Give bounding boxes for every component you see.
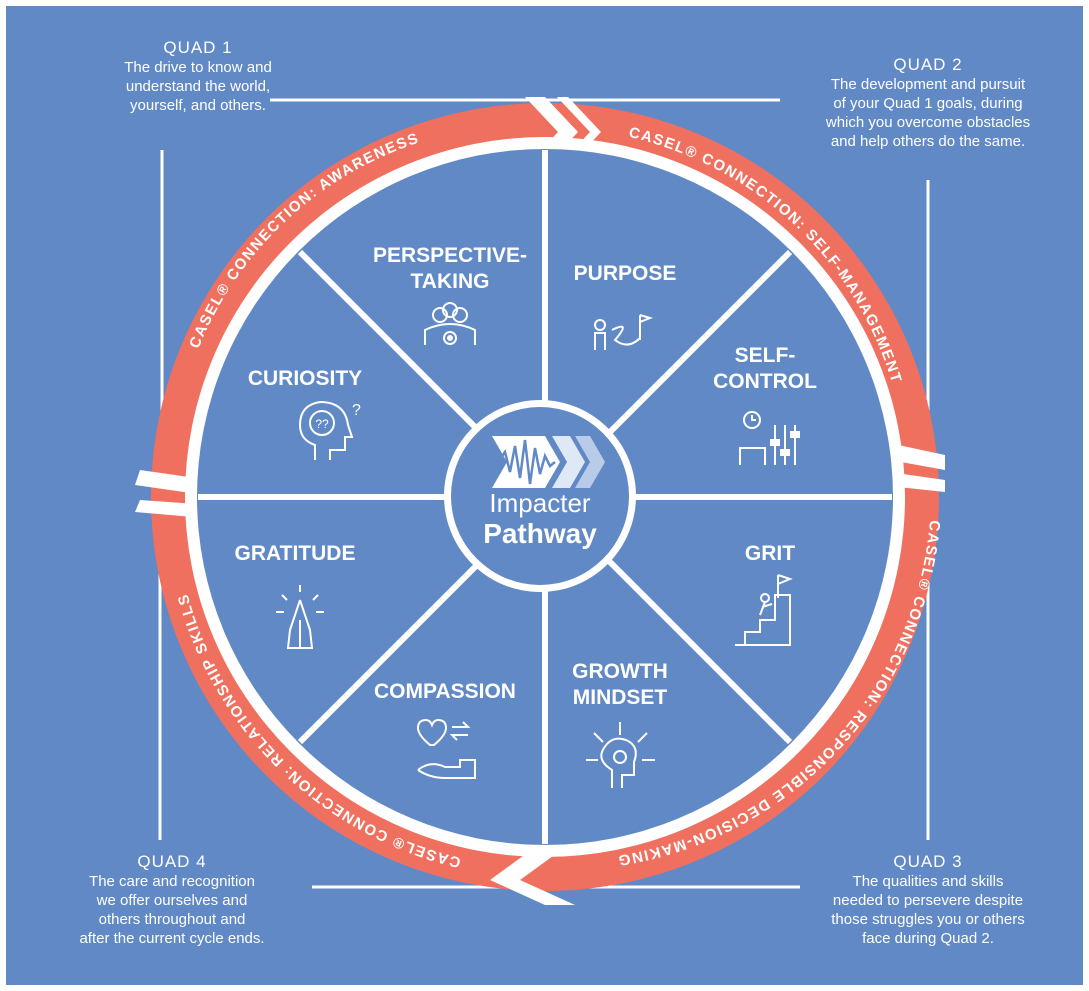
segment-grit: GRIT (735, 542, 795, 646)
curiosity-label: CURIOSITY (248, 367, 362, 390)
climber-flag-icon (735, 574, 793, 646)
person-clock-sliders-icon (739, 411, 800, 465)
quad-2-line3: which you overcome obstacles (825, 114, 1031, 131)
quad-4-line2: we offer ourselves and (96, 892, 248, 909)
quad-2-line2: of your Quad 1 goals, during (833, 95, 1023, 112)
logo-line1: Impacter (489, 488, 590, 518)
grit-label: GRIT (745, 542, 795, 565)
svg-text:?: ? (352, 402, 361, 419)
quad-3-line1: The qualities and skills (852, 873, 1004, 890)
quad-3-title: QUAD 3 (893, 852, 963, 871)
quad-2-line1: The development and pursuit (830, 76, 1026, 93)
quad-4-line4: after the current cycle ends. (79, 930, 265, 947)
quad-1-line1: The drive to know and (124, 59, 272, 76)
segment-self-control: SELF- CONTROL (713, 344, 817, 465)
perspective-label-line1: PERSPECTIVE- (373, 244, 527, 267)
quad-3-line4: face during Quad 2. (862, 930, 994, 947)
self-control-label-line1: SELF- (735, 344, 796, 367)
segment-perspective-taking: PERSPECTIVE- TAKING (373, 244, 527, 345)
quad-1-title: QUAD 1 (163, 38, 233, 57)
quad-1-line2: understand the world, (125, 78, 271, 95)
audience-eye-icon (424, 302, 476, 345)
quad-1: QUAD 1 The drive to know and understand … (48, 38, 348, 115)
quad-4-line1: The care and recognition (89, 873, 255, 890)
quad-2: QUAD 2 The development and pursuit of yo… (778, 55, 1078, 151)
perspective-label-line2: TAKING (411, 270, 490, 293)
head-question-icon: ?? ? (298, 400, 361, 460)
soundwave-chevron-icon (492, 436, 605, 488)
growth-label-line2: MINDSET (573, 686, 668, 709)
purpose-label: PURPOSE (574, 262, 677, 285)
person-path-flag-icon (594, 314, 654, 350)
heart-hand-icon (416, 718, 476, 779)
praying-hands-icon (276, 585, 324, 649)
self-control-label-line2: CONTROL (713, 370, 817, 393)
segment-growth-mindset: GROWTH MINDSET (572, 660, 668, 788)
segment-compassion: COMPASSION (374, 680, 516, 779)
gratitude-label: GRATITUDE (235, 542, 356, 565)
segment-curiosity: CURIOSITY ?? ? (248, 367, 362, 460)
quad-4-line3: others throughout and (98, 911, 246, 928)
quad-4: QUAD 4 The care and recognition we offer… (22, 852, 322, 948)
quad-2-line4: and help others do the same. (830, 133, 1026, 150)
quad-2-title: QUAD 2 (893, 55, 963, 74)
quad-3: QUAD 3 The qualities and skills needed t… (778, 852, 1078, 948)
head-arrows-icon (586, 722, 655, 788)
quad-1-line3: yourself, and others. (130, 97, 266, 114)
segment-purpose: PURPOSE (574, 262, 677, 350)
logo-line2: Pathway (483, 518, 597, 549)
quad-3-line2: needed to persevere despite (832, 892, 1024, 909)
svg-text:??: ?? (315, 417, 329, 431)
growth-label-line1: GROWTH (572, 660, 668, 683)
segment-gratitude: GRATITUDE (235, 542, 356, 649)
compassion-label: COMPASSION (374, 680, 516, 703)
quad-4-title: QUAD 4 (137, 852, 207, 871)
quad-3-line3: those struggles you or others (831, 911, 1025, 928)
